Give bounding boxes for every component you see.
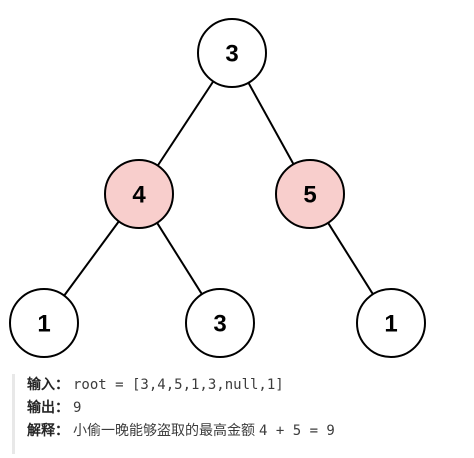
explanation-label: 解释： [27,423,69,439]
node-circle [275,159,345,229]
explanation-text: 小偷一晚能够盗取的最高金额 [73,423,255,439]
node-value: 3 [225,41,238,68]
tree-node-n5: 3 [185,288,255,358]
tree-node-n1: 3 [197,18,267,88]
explanation-formula: 4 + 5 = 9 [259,423,335,439]
output-label: 输出： [27,400,69,416]
node-value: 4 [132,182,146,209]
output-value: 9 [73,400,82,416]
input-value: root = [3,4,5,1,3,null,1] [73,377,284,393]
node-circle [104,159,174,229]
tree-node-n3: 5 [275,159,345,229]
node-circle [185,288,255,358]
node-value: 1 [37,311,50,338]
node-value: 3 [213,311,226,338]
node-value: 1 [384,311,397,338]
node-circle [9,288,79,358]
tree-node-n6: 1 [356,288,426,358]
edge-n2-n4 [63,220,120,297]
node-circle [356,288,426,358]
edge-n2-n5 [156,222,203,295]
output-line: 输出：9 [27,397,452,420]
input-label: 输入： [27,377,69,393]
tree-node-n2: 4 [104,159,174,229]
example-block: 输入：root = [3,4,5,1,3,null,1] 输出：9 解释：小偷一… [12,374,452,454]
tree-edges [63,80,374,297]
node-circle [197,18,267,88]
edge-n1-n2 [156,80,215,167]
input-line: 输入：root = [3,4,5,1,3,null,1] [27,374,452,397]
node-value: 5 [303,182,316,209]
edge-n3-n6 [327,222,374,295]
tree-nodes: 3 4 5 1 3 1 [9,18,426,358]
tree-node-n4: 1 [9,288,79,358]
binary-tree-diagram: 3 4 5 1 3 1 [9,18,426,358]
edge-n1-n3 [247,82,295,165]
